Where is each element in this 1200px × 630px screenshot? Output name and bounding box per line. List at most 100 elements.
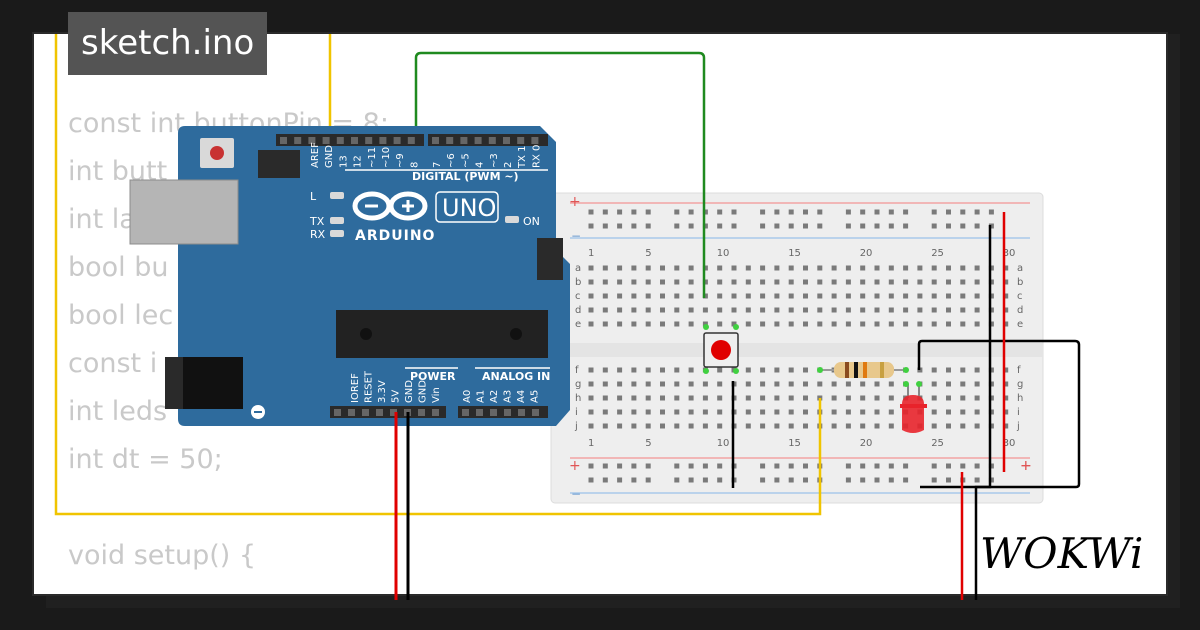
breadboard-hole[interactable] (1003, 265, 1009, 271)
breadboard-hole[interactable] (803, 265, 808, 271)
breadboard-hole[interactable] (860, 409, 866, 415)
breadboard-hole[interactable] (888, 409, 894, 415)
breadboard-hole[interactable] (974, 367, 980, 373)
breadboard-hole[interactable] (717, 463, 723, 469)
breadboard-hole[interactable] (888, 209, 894, 215)
breadboard-hole[interactable] (774, 307, 780, 313)
breadboard-hole[interactable] (988, 423, 994, 429)
breadboard-hole[interactable] (717, 477, 723, 483)
breadboard-hole[interactable] (645, 321, 651, 327)
breadboard-hole[interactable] (974, 265, 980, 271)
breadboard-hole[interactable] (588, 293, 594, 299)
breadboard-hole[interactable] (674, 423, 680, 429)
breadboard-hole[interactable] (903, 265, 909, 271)
breadboard-hole[interactable] (717, 381, 723, 387)
breadboard-hole[interactable] (745, 423, 751, 429)
breadboard-hole[interactable] (845, 293, 851, 299)
breadboard-hole[interactable] (588, 423, 594, 429)
breadboard-hole[interactable] (860, 477, 866, 483)
breadboard-hole[interactable] (931, 307, 937, 313)
breadboard-hole[interactable] (917, 279, 923, 285)
breadboard-hole[interactable] (874, 279, 880, 285)
breadboard-hole[interactable] (760, 307, 766, 313)
breadboard-hole[interactable] (774, 463, 780, 469)
breadboard-hole[interactable] (960, 423, 966, 429)
breadboard-hole[interactable] (960, 279, 966, 285)
breadboard-hole[interactable] (617, 381, 623, 387)
breadboard-hole[interactable] (645, 265, 651, 271)
breadboard-hole[interactable] (946, 321, 951, 327)
breadboard-hole[interactable] (946, 367, 951, 373)
breadboard-hole[interactable] (645, 367, 651, 373)
breadboard-hole[interactable] (674, 477, 680, 483)
breadboard-hole[interactable] (717, 223, 723, 229)
breadboard-hole[interactable] (874, 321, 880, 327)
breadboard-hole[interactable] (617, 321, 623, 327)
breadboard-hole[interactable] (845, 223, 851, 229)
breadboard-hole[interactable] (788, 321, 794, 327)
breadboard-hole[interactable] (860, 381, 866, 387)
breadboard-hole[interactable] (874, 307, 880, 313)
breadboard-hole[interactable] (845, 265, 851, 271)
breadboard-hole[interactable] (860, 463, 866, 469)
breadboard-hole[interactable] (988, 409, 994, 415)
breadboard-hole[interactable] (702, 223, 708, 229)
breadboard-hole[interactable] (674, 293, 680, 299)
breadboard-hole[interactable] (774, 381, 780, 387)
breadboard-hole[interactable] (760, 293, 766, 299)
breadboard-hole[interactable] (888, 321, 894, 327)
breadboard-hole[interactable] (974, 423, 980, 429)
breadboard-hole[interactable] (931, 395, 937, 401)
breadboard-hole[interactable] (917, 293, 923, 299)
breadboard-hole[interactable] (888, 423, 894, 429)
breadboard-hole[interactable] (888, 463, 894, 469)
breadboard-hole[interactable] (688, 367, 694, 373)
breadboard-hole[interactable] (588, 367, 594, 373)
breadboard-hole[interactable] (946, 463, 951, 469)
breadboard-hole[interactable] (760, 463, 766, 469)
breadboard-hole[interactable] (845, 409, 851, 415)
power-header[interactable] (330, 406, 446, 418)
breadboard-hole[interactable] (1003, 293, 1009, 299)
breadboard-hole[interactable] (974, 307, 980, 313)
breadboard-hole[interactable] (874, 477, 880, 483)
breadboard-hole[interactable] (631, 307, 637, 313)
breadboard-hole[interactable] (917, 321, 923, 327)
breadboard-hole[interactable] (788, 307, 794, 313)
breadboard-hole[interactable] (817, 209, 823, 215)
breadboard-hole[interactable] (831, 265, 837, 271)
breadboard-hole[interactable] (588, 307, 594, 313)
breadboard-hole[interactable] (745, 265, 751, 271)
breadboard-hole[interactable] (731, 209, 737, 215)
breadboard-hole[interactable] (1003, 381, 1009, 387)
breadboard-hole[interactable] (845, 477, 851, 483)
breadboard-hole[interactable] (831, 293, 837, 299)
breadboard-hole[interactable] (760, 423, 766, 429)
breadboard-hole[interactable] (645, 423, 651, 429)
breadboard-hole[interactable] (617, 265, 623, 271)
breadboard-hole[interactable] (817, 279, 823, 285)
breadboard-hole[interactable] (888, 381, 894, 387)
breadboard-hole[interactable] (731, 223, 737, 229)
breadboard-hole[interactable] (874, 463, 880, 469)
breadboard-hole[interactable] (988, 381, 994, 387)
breadboard-hole[interactable] (631, 477, 637, 483)
breadboard-hole[interactable] (645, 307, 651, 313)
breadboard-hole[interactable] (988, 209, 994, 215)
breadboard-hole[interactable] (931, 293, 937, 299)
breadboard-hole[interactable] (817, 321, 823, 327)
breadboard-hole[interactable] (688, 463, 694, 469)
breadboard-hole[interactable] (717, 409, 723, 415)
breadboard-hole[interactable] (788, 477, 794, 483)
breadboard-hole[interactable] (688, 321, 694, 327)
breadboard-hole[interactable] (702, 463, 708, 469)
breadboard-hole[interactable] (674, 463, 680, 469)
breadboard-hole[interactable] (874, 265, 880, 271)
breadboard-hole[interactable] (974, 381, 980, 387)
breadboard-hole[interactable] (788, 223, 794, 229)
breadboard-hole[interactable] (960, 209, 966, 215)
breadboard-hole[interactable] (645, 209, 651, 215)
breadboard-hole[interactable] (874, 381, 880, 387)
breadboard-hole[interactable] (602, 477, 608, 483)
breadboard-hole[interactable] (717, 293, 723, 299)
